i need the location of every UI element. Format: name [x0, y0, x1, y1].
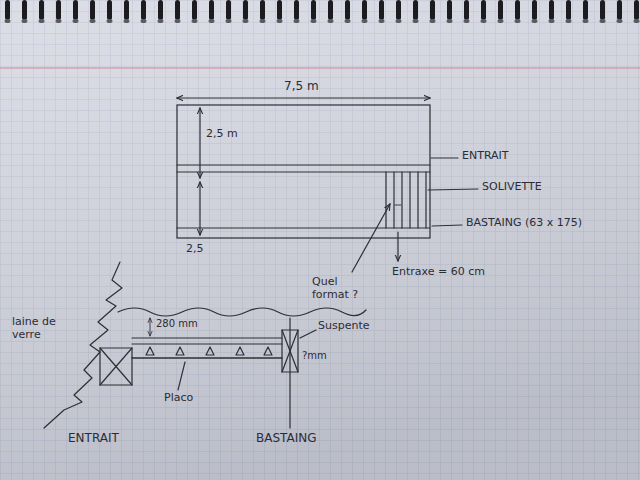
bastaing-line: [289, 318, 290, 428]
section-cross: [282, 330, 298, 372]
handwritten-label: Suspente: [318, 320, 370, 333]
beam-line: [177, 227, 430, 228]
handwritten-label: Placo: [164, 392, 193, 405]
suspente-symbol: [146, 347, 272, 355]
handwritten-label: SOLIVETTE: [482, 181, 542, 194]
placo-line: [132, 357, 282, 359]
handwritten-label: 280 mm: [156, 318, 198, 330]
section-cross: [100, 348, 132, 385]
beam-line: [177, 171, 430, 172]
handwritten-label: BASTAING: [256, 432, 316, 446]
leader-arrow: [397, 232, 398, 261]
plan-view: [177, 98, 478, 272]
solivette-line: [393, 172, 394, 228]
solivette-line: [417, 172, 418, 228]
dimension-line: [177, 97, 430, 98]
handwritten-label: ENTRAIT: [462, 150, 509, 163]
handwritten-label: ENTRAIT: [68, 432, 119, 446]
wall-break-line: [44, 262, 122, 428]
ceiling-outline: [177, 105, 430, 238]
handwritten-label: ?mm: [302, 350, 327, 362]
margin-line: [0, 67, 640, 68]
spiral-binding: [0, 0, 640, 26]
section-cross: [100, 348, 132, 385]
handwritten-label: Quel format ?: [312, 276, 368, 301]
dimension-line: [199, 182, 200, 235]
solivette-line: [409, 172, 410, 228]
handwritten-label: BASTAING (63 x 175): [466, 217, 582, 230]
solivette-line: [385, 172, 386, 228]
handwritten-label: 2,5 m: [206, 128, 238, 141]
entrait-section: [100, 348, 132, 385]
dimension-line: [150, 318, 151, 336]
handwritten-label: 7,5 m: [284, 80, 319, 94]
leader-line: [300, 330, 316, 338]
leader-line: [432, 225, 462, 226]
leader-line: [431, 157, 458, 158]
solivette-line: [132, 337, 282, 338]
solivette-line: [425, 172, 426, 228]
handwritten-label: 2,5: [186, 243, 204, 256]
leader-line: [428, 189, 478, 190]
insulation-line: [118, 308, 366, 316]
handwritten-label: laine de verre: [12, 316, 62, 341]
solivette-line: [132, 343, 282, 344]
solivette-line: [401, 172, 402, 228]
spacing-mark: [395, 205, 401, 206]
leader-arrow: [352, 204, 390, 272]
dimension-line: [199, 108, 200, 178]
bastaing-section: [282, 330, 298, 372]
leader-line: [178, 362, 185, 390]
section-cross: [282, 330, 298, 372]
beam-line: [177, 164, 430, 165]
handwritten-label: Entraxe = 60 cm: [392, 266, 485, 279]
